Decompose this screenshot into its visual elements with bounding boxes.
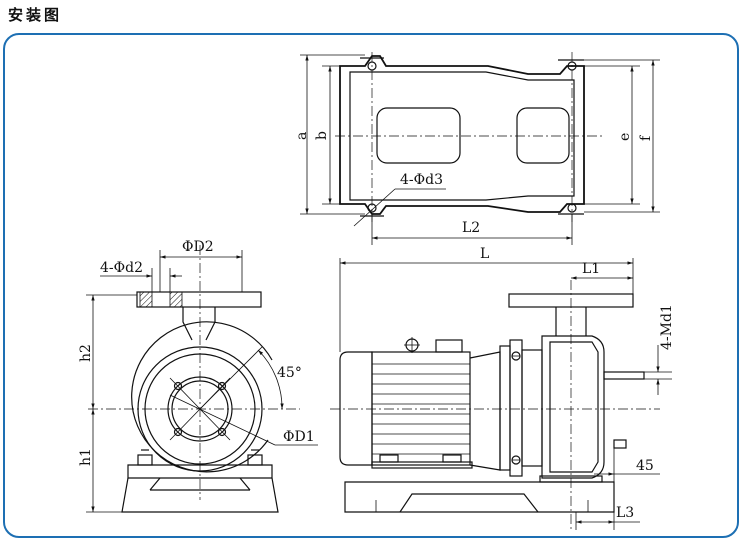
- dim-d2-label: 4-Φd2: [100, 260, 143, 276]
- end-view: ΦD2 4-Φd2 h2 h1 45° ΦD1: [78, 239, 318, 513]
- dim-L3-label: L3: [616, 505, 634, 521]
- dim-e-label: e: [617, 133, 633, 141]
- dim-45-label: 45: [636, 458, 654, 474]
- dim-D1-label: ΦD1: [283, 429, 315, 445]
- dim-f-label: f: [638, 134, 654, 141]
- front-view: L L1 4-Md1 45 L3: [330, 246, 675, 530]
- dim-h1-label: h1: [78, 448, 94, 466]
- volute-outer: [131, 321, 273, 473]
- drawing-frame: [3, 33, 739, 538]
- window-left: [376, 107, 461, 164]
- dim-L2-label: L2: [462, 220, 480, 236]
- outlet-flange: [136, 291, 262, 308]
- dim-L-label: L: [480, 246, 489, 262]
- top-view: a b e f 4-Φd3 L2: [294, 52, 660, 245]
- window-right: [516, 107, 570, 164]
- motor-body-inner: [349, 71, 575, 201]
- dim-Md1-label: 4-Md1: [659, 304, 675, 350]
- page-title: 安装图: [8, 6, 63, 24]
- angle-45-label: 45°: [277, 365, 302, 381]
- dim-h2-label: h2: [78, 344, 94, 362]
- dim-d3-label: 4-Φd3: [400, 172, 443, 188]
- dim-b-label: b: [314, 131, 330, 140]
- dim-L1-label: L1: [582, 261, 600, 277]
- dim-D2-label: ΦD2: [182, 239, 214, 255]
- dim-a-label: a: [294, 132, 310, 140]
